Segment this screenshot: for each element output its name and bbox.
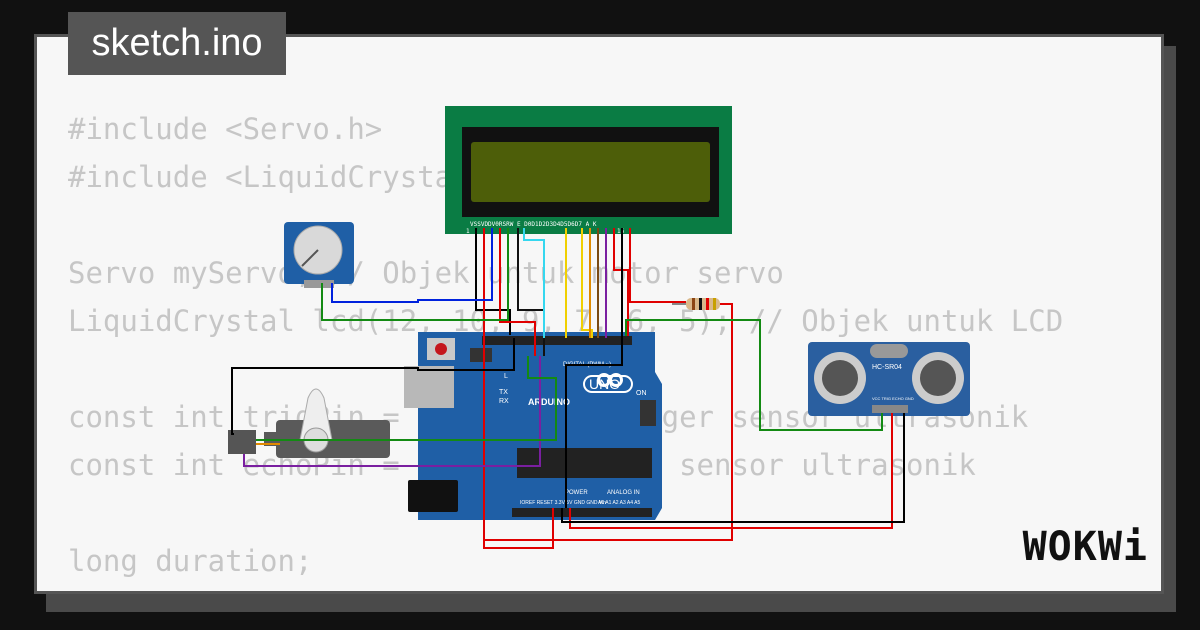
power-jack bbox=[408, 480, 458, 512]
reset-button[interactable] bbox=[435, 343, 447, 355]
on-led-label: ON bbox=[636, 390, 647, 397]
lcd-pin-first: 1 bbox=[466, 228, 470, 235]
file-tab[interactable]: sketch.ino bbox=[68, 12, 286, 75]
lcd-pin-last: 16 bbox=[617, 228, 625, 235]
analog-label: ANALOG IN bbox=[607, 490, 640, 496]
wire-red-resistor bbox=[629, 228, 686, 303]
ultrasonic-sensor[interactable]: HC-SR04 VCC TRIG ECHO GND bbox=[808, 342, 970, 416]
wire-red bbox=[483, 228, 554, 549]
wire-red-resistor-out bbox=[484, 303, 733, 541]
icsp-header bbox=[470, 348, 492, 362]
uno-label-box bbox=[583, 375, 633, 393]
servo-horn bbox=[299, 388, 333, 441]
wire-yellow-2 bbox=[581, 228, 593, 338]
board-brand-label: ARDUINO bbox=[528, 397, 570, 407]
ultrasonic-pin-labels: VCC TRIG ECHO GND bbox=[872, 396, 914, 401]
wire-blue bbox=[331, 228, 493, 303]
wire-green bbox=[321, 228, 509, 321]
wire-black-servo bbox=[231, 338, 515, 435]
wire-purple-servo bbox=[243, 356, 541, 467]
wire-green-servo bbox=[256, 356, 557, 441]
lcd-screen bbox=[471, 142, 710, 202]
ultrasonic-model-label: HC-SR04 bbox=[872, 364, 902, 371]
icsp-header-right bbox=[640, 400, 656, 426]
wire-red-vcc bbox=[569, 413, 893, 529]
potentiometer[interactable] bbox=[284, 222, 354, 288]
wire-cyan bbox=[523, 228, 545, 338]
l-led-label: L bbox=[504, 373, 508, 380]
wires bbox=[231, 228, 905, 549]
code-line: #include <Servo.h> bbox=[68, 112, 383, 146]
digital-header-top bbox=[482, 336, 632, 345]
atmega-chip bbox=[517, 448, 652, 478]
wire-black-lcd-k bbox=[565, 228, 623, 508]
power-analog-header bbox=[512, 508, 652, 517]
wire-green-trig bbox=[625, 319, 883, 431]
wire-red-2 bbox=[499, 228, 536, 356]
usb-port bbox=[404, 366, 454, 408]
analog-pin-labels: A0 A1 A2 A3 A4 A5 bbox=[598, 500, 640, 506]
power-label: POWER bbox=[565, 490, 588, 496]
tx-led-label: TX bbox=[499, 389, 508, 396]
rx-led-label: RX bbox=[499, 398, 509, 405]
board-model-label: UNO bbox=[589, 376, 620, 392]
potentiometer-pins bbox=[304, 280, 334, 288]
lcd-display[interactable]: VSSVDDV0RSRW E D0D1D2D3D4D5D6D7 A K 1 16 bbox=[445, 106, 732, 235]
potentiometer-indicator bbox=[301, 249, 319, 267]
power-pin-labels: IOREF RESET 3.3V 5V GND GND Vin bbox=[520, 500, 606, 506]
servo-motor[interactable] bbox=[228, 388, 390, 458]
ultrasonic-pins bbox=[872, 405, 908, 413]
code-line: long duration; bbox=[68, 544, 313, 578]
wire-black-gnd bbox=[561, 413, 905, 523]
wokwi-logo: WOKWi bbox=[1022, 524, 1148, 570]
arduino-uno-board[interactable]: UNO ARDUINO ON L TX RX DIGITAL (PWM ~) P… bbox=[404, 332, 662, 520]
ultrasonic-crystal bbox=[870, 344, 908, 358]
lcd-pin-labels: VSSVDDV0RSRW E D0D1D2D3D4D5D6D7 A K bbox=[470, 221, 597, 228]
